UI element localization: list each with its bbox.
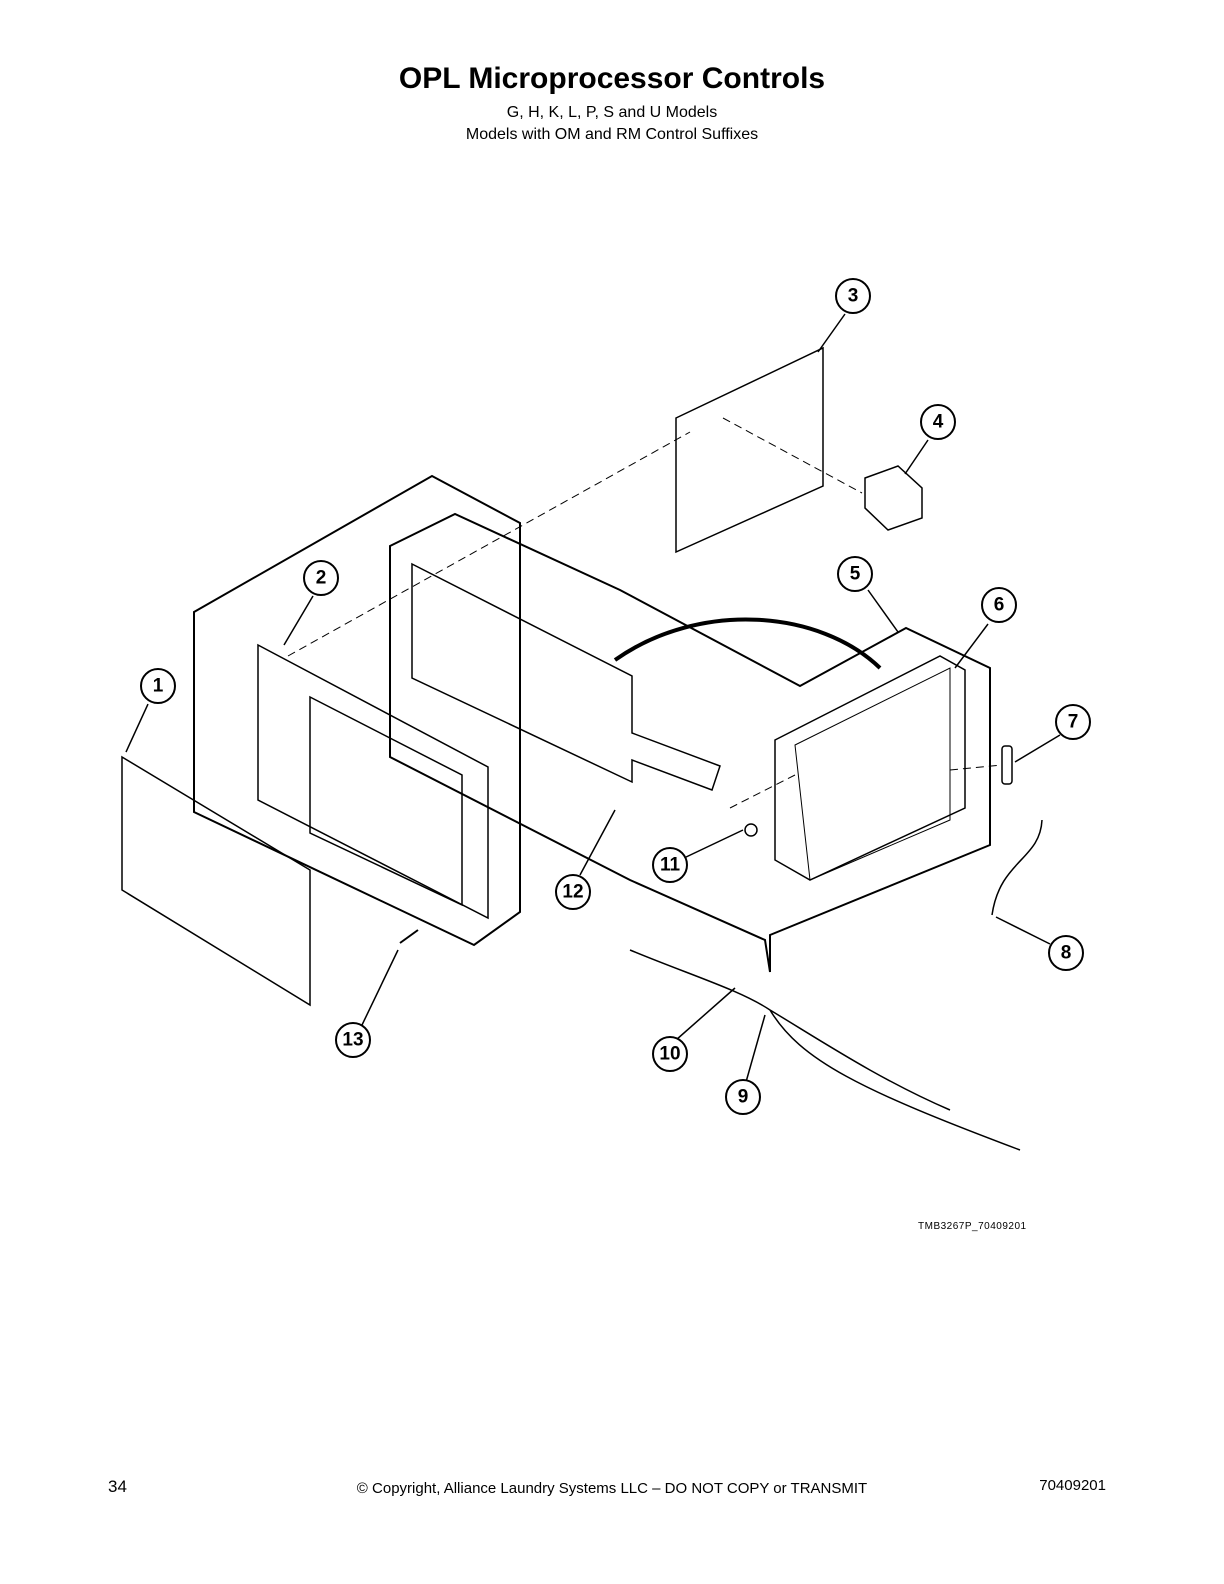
callout-13: 13 [335, 1022, 371, 1058]
part-3-plate [675, 346, 824, 554]
part-9-harness [629, 949, 1021, 1151]
svg-text:9: 9 [738, 1087, 749, 1108]
callout-8: 8 [1048, 935, 1084, 971]
part-8-wire [991, 819, 1043, 916]
part-6-board [794, 667, 951, 881]
page-subtitle-models: G, H, K, L, P, S and U Models [506, 104, 718, 121]
callout-12: 12 [555, 874, 591, 910]
svg-text:8: 8 [1061, 943, 1072, 964]
svg-text:11: 11 [660, 855, 681, 876]
svg-text:3: 3 [848, 286, 859, 307]
part-1-overlay [121, 755, 311, 1007]
page-title: OPL Microprocessor Controls [398, 62, 826, 95]
callout-7: 7 [1055, 704, 1091, 740]
control-panel-outline [193, 474, 521, 947]
callout-9: 9 [725, 1079, 761, 1115]
svg-text:7: 7 [1068, 712, 1079, 733]
keypad-outline [389, 512, 991, 973]
part-12-keypad [411, 562, 721, 791]
svg-text:6: 6 [994, 595, 1005, 616]
callout-6: 6 [981, 587, 1017, 623]
svg-text:10: 10 [659, 1044, 680, 1065]
document-number: 70409201 [1039, 1477, 1106, 1494]
callout-1: 1 [140, 668, 176, 704]
drawing-reference: TMB3267P_70409201 [918, 1221, 1027, 1232]
callout-5: 5 [837, 556, 873, 592]
callout-3: 3 [835, 278, 871, 314]
part-2-panel [257, 643, 489, 920]
page-number: 34 [108, 1477, 127, 1496]
part-5-housing [774, 655, 966, 881]
part-4-relay [864, 465, 923, 531]
part-13-screw [399, 929, 419, 944]
callout-2: 2 [303, 560, 339, 596]
svg-text:4: 4 [933, 412, 944, 433]
part-2-window [309, 695, 463, 907]
svg-text:5: 5 [850, 564, 861, 585]
callout-4: 4 [920, 404, 956, 440]
part-7-fuse [1001, 745, 1013, 785]
svg-text:1: 1 [153, 676, 164, 697]
svg-text:2: 2 [316, 568, 327, 589]
callout-11: 11 [652, 847, 688, 883]
svg-text:13: 13 [342, 1030, 363, 1051]
page-subtitle-suffixes: Models with OM and RM Control Suffixes [465, 126, 759, 143]
svg-text:12: 12 [562, 882, 583, 903]
copyright-notice: © Copyright, Alliance Laundry Systems LL… [356, 1480, 868, 1497]
callout-10: 10 [652, 1036, 688, 1072]
part-11-nut [744, 823, 758, 837]
